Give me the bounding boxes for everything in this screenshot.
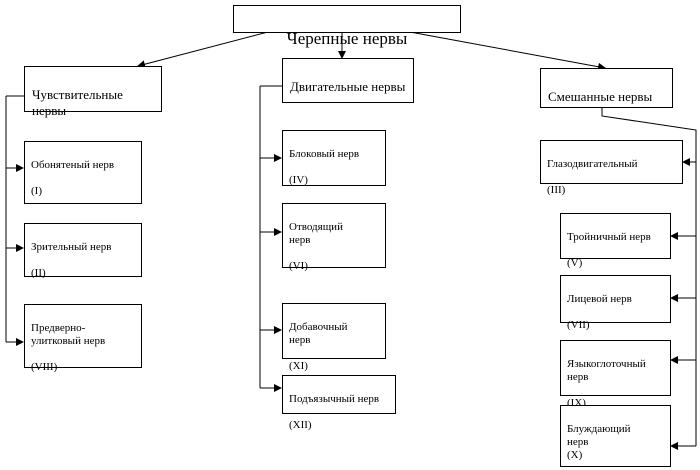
nerve-numeral: (XII)	[289, 419, 312, 431]
nerve-name: Блуждающий нерв	[567, 423, 631, 448]
category-mixed-title: Смешанные нервы	[548, 89, 653, 104]
nerve-box-trochlear: Блоковый нерв (IV)	[282, 130, 386, 186]
nerve-name: Предверно-улитковый нерв	[31, 322, 106, 347]
category-motor-title: Двигательные нервы	[290, 79, 406, 94]
category-sensory-title: Чувствительные нервы	[32, 87, 123, 118]
nerve-box-accessory: Добавочный нерв (XI)	[282, 303, 386, 372]
mixed-trunk	[601, 108, 697, 446]
root-title-box: Черепные нервы	[233, 5, 461, 48]
nerve-box-trigeminal: Тройничный нерв (V)	[560, 213, 671, 269]
nerve-name: Тройничный нерв	[567, 231, 651, 243]
root-title: Черепные нервы	[286, 29, 408, 48]
nerve-numeral: (VII)	[567, 319, 590, 331]
nerve-box-olfactory: Обонятеный нерв (I)	[24, 141, 142, 204]
nerve-name: Языкоглоточный нерв	[567, 358, 646, 383]
nerve-box-vagus: Блуждающий нерв (X)	[560, 405, 671, 467]
nerve-numeral: (I)	[31, 185, 42, 197]
nerve-name: Глазодвигательный	[547, 158, 638, 170]
nerve-name: Подъязычный нерв	[289, 393, 380, 405]
nerve-numeral: (V)	[567, 257, 583, 269]
nerve-numeral: (III)	[547, 184, 566, 196]
nerve-name: Отводящий нерв	[289, 221, 343, 246]
nerve-box-hypoglossal: Подъязычный нерв (XII)	[282, 375, 396, 431]
nerve-numeral: (XI)	[289, 360, 308, 372]
nerve-numeral: (VIII)	[31, 361, 58, 373]
nerve-box-glossopharyngeal: Языкоглоточный нерв (IX)	[560, 340, 671, 409]
category-motor-box: Двигательные нервы	[282, 58, 414, 103]
nerve-box-vestibulocochlear: Предверно-улитковый нерв (VIII)	[24, 304, 142, 373]
nerve-box-oculomotor: Глазодвигательный (III)	[540, 140, 683, 196]
nerve-name: Обонятеный нерв	[31, 159, 115, 171]
nerve-numeral: (VI)	[289, 260, 308, 272]
nerve-box-abducens: Отводящий нерв (VI)	[282, 203, 386, 272]
nerve-name: Добавочный нерв	[289, 321, 348, 346]
nerve-name: Блоковый нерв	[289, 148, 360, 160]
nerve-numeral: (IV)	[289, 174, 308, 186]
nerve-box-facial: Лицевой нерв (VII)	[560, 275, 671, 331]
nerve-box-optic: Зрительный нерв (II)	[24, 223, 142, 279]
arrow-root-mixed	[409, 31, 606, 71]
nerve-name: Лицевой нерв	[567, 293, 632, 305]
arrow-root-sensory	[137, 31, 269, 69]
nerve-numeral: (II)	[31, 267, 46, 279]
category-sensory-box: Чувствительные нервы	[24, 66, 162, 118]
category-mixed-box: Смешанные нервы	[540, 68, 673, 108]
nerve-numeral: (X)	[567, 449, 583, 461]
nerve-name: Зрительный нерв	[31, 241, 112, 253]
